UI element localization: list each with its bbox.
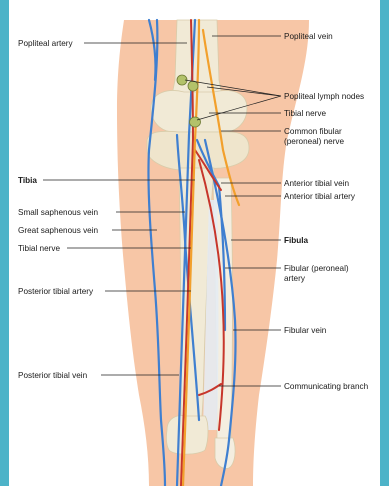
label-communicating-branch: Communicating branch (284, 382, 368, 391)
label-popliteal-lymph-nodes: Popliteal lymph nodes (284, 92, 364, 101)
label-popliteal-vein: Popliteal vein (284, 32, 333, 41)
leg-illustration (9, 0, 380, 486)
label-anterior-tibial-artery: Anterior tibial artery (284, 192, 355, 201)
lymph-node-2 (188, 81, 198, 91)
anatomy-panel: Popliteal artery Tibia Small saphenous v… (9, 0, 380, 486)
label-tibial-nerve-right: Tibial nerve (284, 109, 326, 118)
label-posterior-tibial-vein: Posterior tibial vein (18, 371, 87, 380)
label-fibula: Fibula (284, 236, 308, 245)
label-tibial-nerve-left: Tibial nerve (18, 244, 60, 253)
label-fibular-vein: Fibular vein (284, 326, 326, 335)
label-great-saphenous-vein: Great saphenous vein (18, 226, 98, 235)
label-fibular-artery-1: Fibular (peroneal) (284, 264, 349, 273)
label-posterior-tibial-artery: Posterior tibial artery (18, 287, 93, 296)
label-fibular-artery-2: artery (284, 274, 305, 283)
lymph-node-3 (190, 117, 201, 127)
label-tibia: Tibia (18, 176, 37, 185)
label-small-saphenous-vein: Small saphenous vein (18, 208, 98, 217)
medial-malleolus (166, 416, 208, 455)
tibial-plateau (147, 131, 249, 170)
label-common-fibular-nerve-1: Common fibular (284, 127, 342, 136)
label-popliteal-artery: Popliteal artery (18, 39, 73, 48)
label-anterior-tibial-vein: Anterior tibial vein (284, 179, 349, 188)
label-common-fibular-nerve-2: (peroneal) nerve (284, 137, 344, 146)
